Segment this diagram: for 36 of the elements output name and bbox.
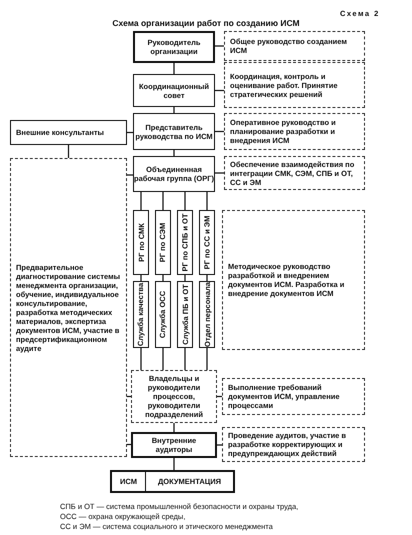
process-box bbox=[133, 210, 149, 275]
process-box bbox=[155, 210, 171, 275]
connector-line bbox=[140, 192, 142, 210]
note-box bbox=[222, 210, 365, 350]
process-box bbox=[133, 281, 149, 348]
connector-line bbox=[173, 63, 175, 74]
note-box bbox=[224, 31, 365, 61]
connector-line bbox=[68, 145, 70, 158]
process-box bbox=[133, 156, 215, 192]
connector-line bbox=[184, 192, 186, 210]
process-box bbox=[131, 432, 217, 458]
diagram-title: Схема организации работ по созданию ИСМ bbox=[111, 18, 301, 28]
note-box bbox=[224, 156, 365, 190]
process-box bbox=[133, 113, 215, 150]
connector-line bbox=[140, 348, 142, 370]
process-box bbox=[155, 281, 171, 348]
connector-line bbox=[162, 192, 164, 210]
note-box bbox=[222, 427, 365, 462]
connector-line bbox=[162, 348, 164, 370]
note-box bbox=[10, 158, 127, 457]
process-box bbox=[133, 74, 215, 107]
process-box bbox=[177, 281, 193, 348]
connector-line bbox=[173, 458, 175, 470]
connector-line bbox=[206, 348, 208, 370]
note-box bbox=[131, 370, 217, 423]
process-box bbox=[199, 210, 215, 275]
process-box bbox=[199, 281, 215, 348]
connector-line bbox=[206, 192, 208, 210]
process-box bbox=[133, 31, 215, 63]
connector-line bbox=[184, 348, 186, 370]
note-box bbox=[222, 378, 365, 415]
process-box bbox=[110, 470, 235, 493]
note-box bbox=[224, 113, 365, 150]
process-box bbox=[177, 210, 193, 275]
process-box bbox=[10, 120, 127, 145]
note-box bbox=[224, 62, 365, 108]
